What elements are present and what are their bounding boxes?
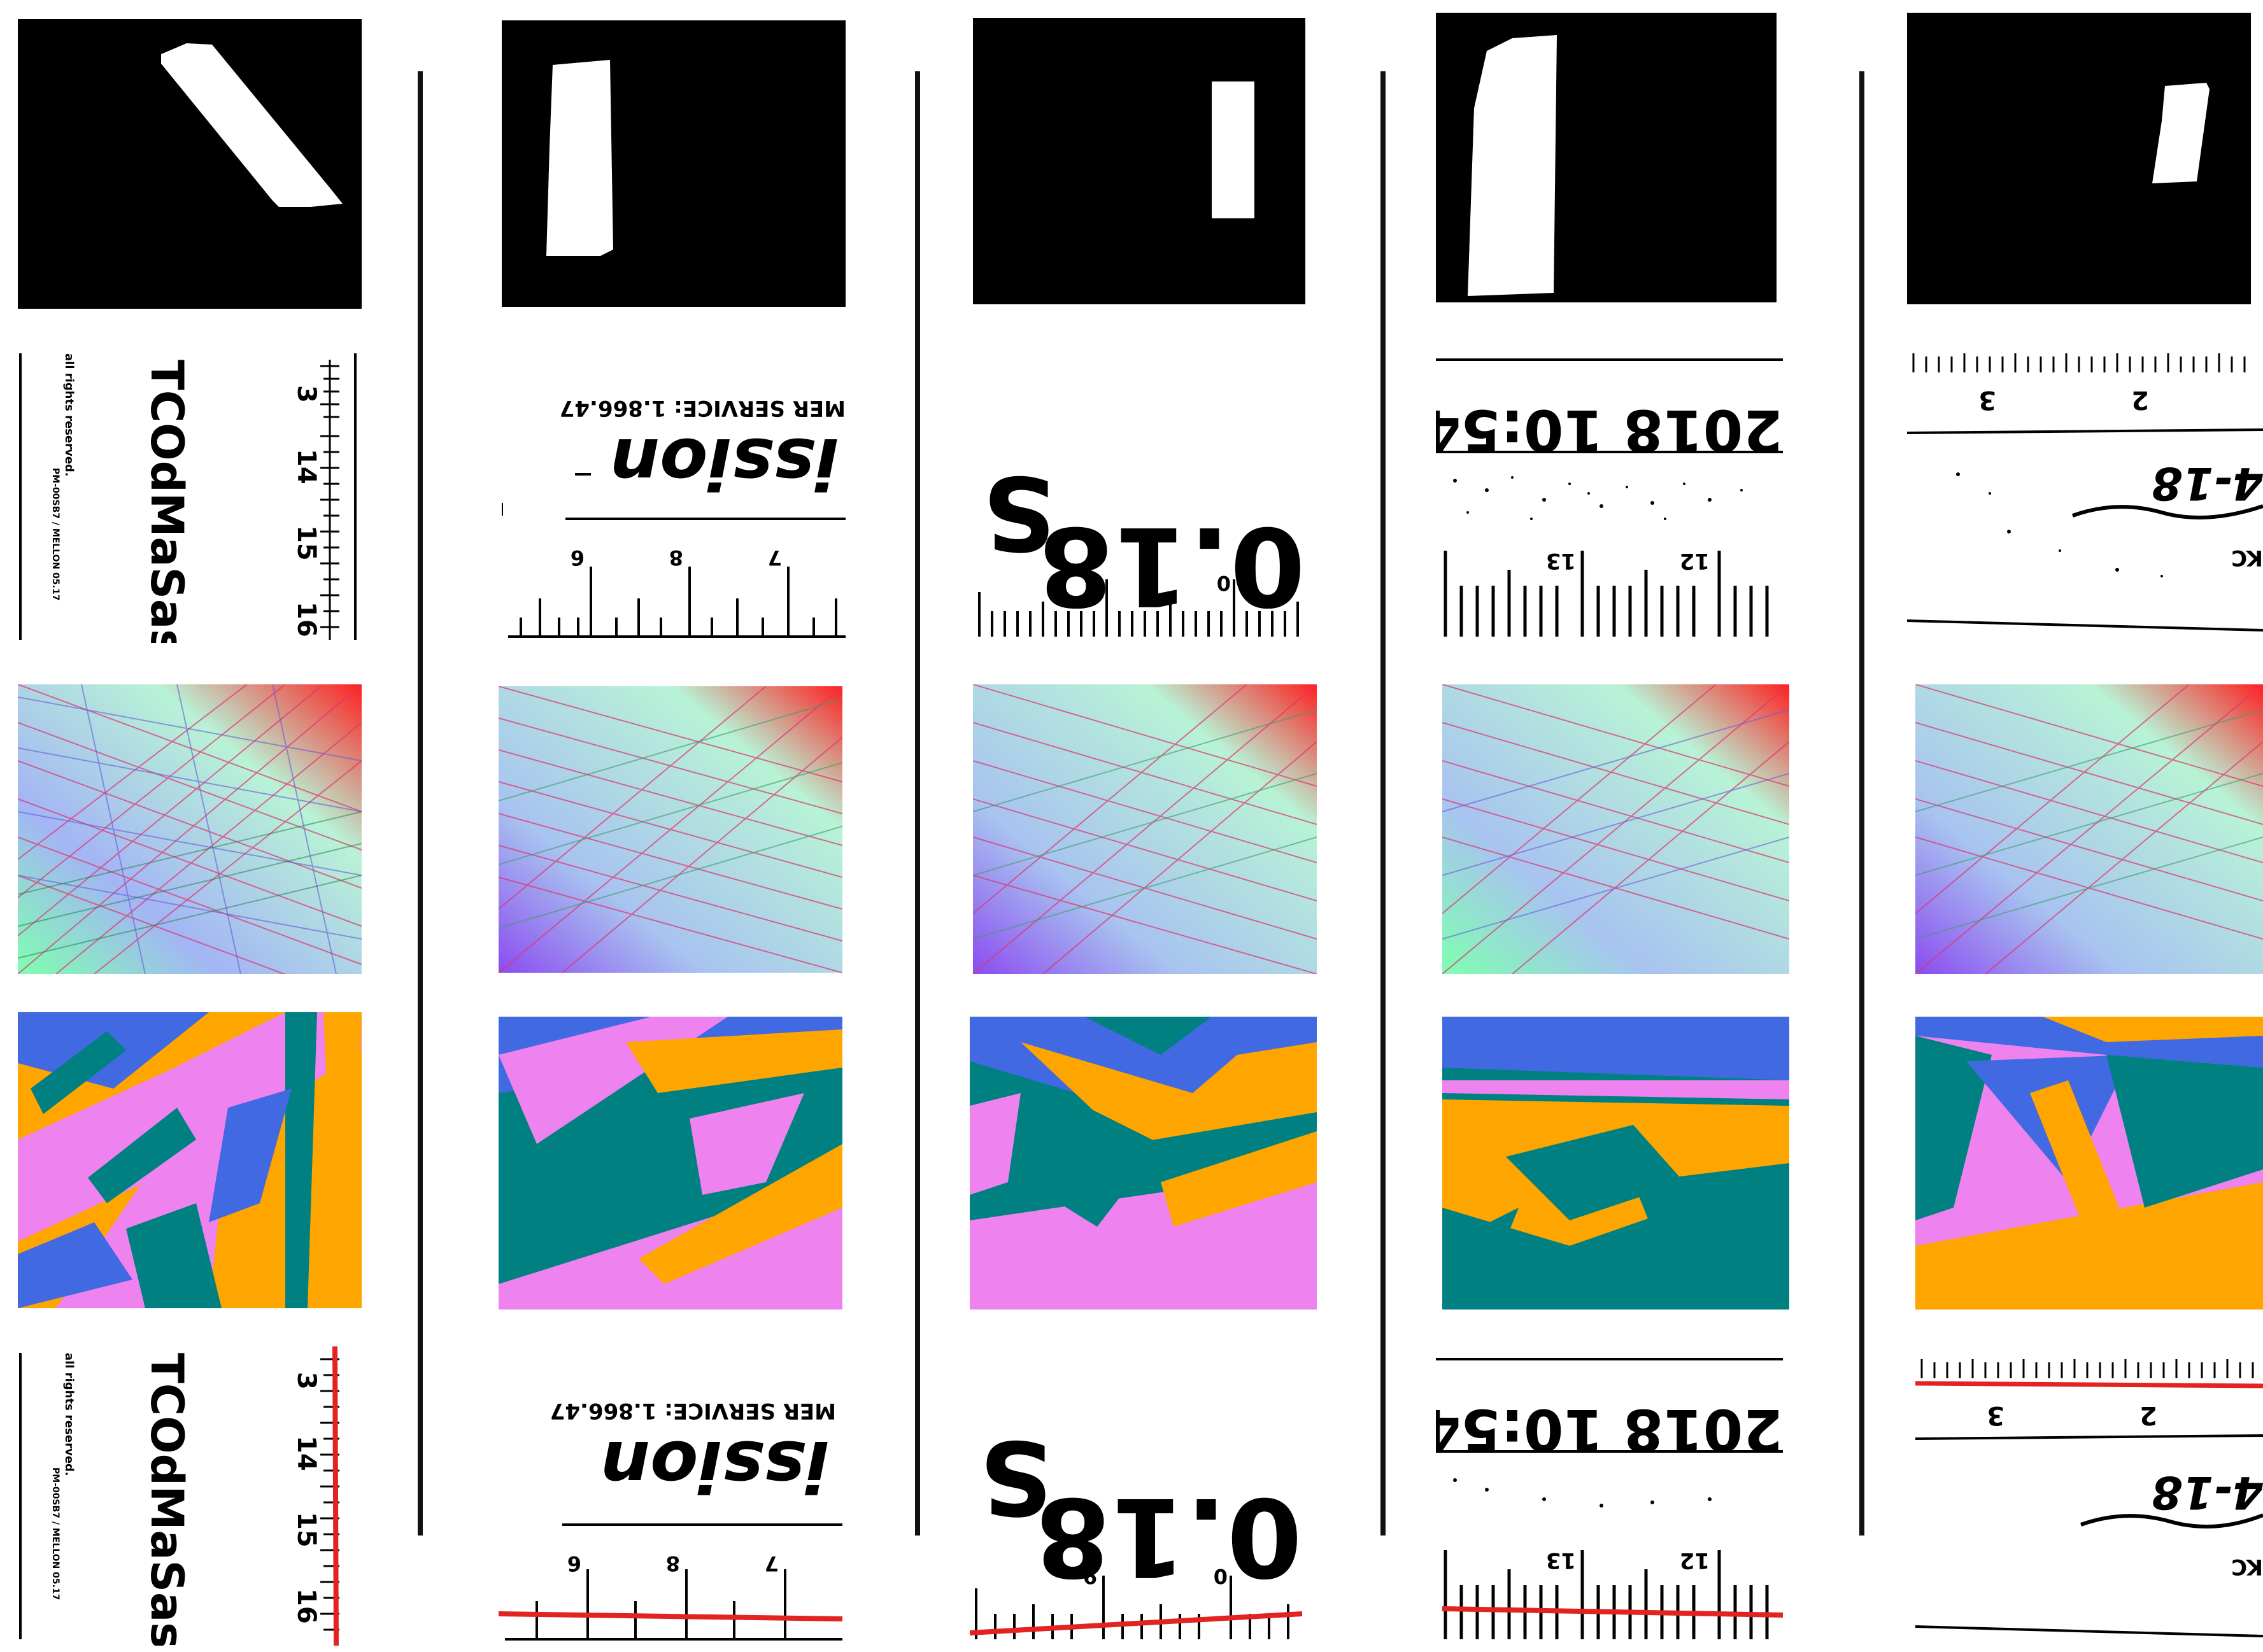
- ocr-handwriting: 4-18: [2152, 1466, 2263, 1518]
- ocr-handwriting: TCOdMaSast: [141, 360, 193, 643]
- predicted-line: [499, 1611, 842, 1621]
- binary-panel-5: 3 2 4-18 KC: [1907, 347, 2263, 643]
- predicted-line: [332, 1346, 339, 1646]
- line-overlay-panel-5: [1915, 684, 2263, 974]
- ocr-tick: 16: [292, 1588, 321, 1624]
- column-separator: [1859, 71, 1864, 1536]
- mask-panel-5: [1907, 13, 2251, 304]
- mask-shape: [161, 43, 343, 207]
- ocr-tick: 15: [292, 1512, 321, 1548]
- prediction-panel-5: 3 2 4-18 KC: [1915, 1353, 2263, 1646]
- ocr-tick: 13: [1546, 1548, 1576, 1573]
- binary-panel-4: 2018 10:54 13 12: [1436, 347, 1783, 643]
- ocr-tick: 9: [1086, 571, 1100, 595]
- ocr-text: MER SERVICE: 1.866.47: [560, 395, 846, 421]
- line-overlay-panel-3: [973, 684, 1317, 974]
- ocr-tick: 15: [292, 525, 321, 561]
- ocr-tick: 2: [2131, 385, 2149, 414]
- mosaic-panel-5: [1915, 1017, 2263, 1310]
- ocr-handwriting: 0.18: [1035, 1473, 1302, 1599]
- ocr-fineprint: all rights reserved.: [62, 1353, 76, 1476]
- ocr-tick: 0: [1217, 571, 1231, 595]
- column-separator: [418, 71, 423, 1536]
- ocr-fineprint: PM-00SB7 / MELLON 05.17: [50, 1467, 60, 1600]
- ocr-tick: 6: [571, 546, 585, 570]
- mask-panel-3: [973, 18, 1305, 304]
- ocr-text: 2018 10:54: [1436, 1396, 1783, 1463]
- binary-panel-2: MER SERVICE: 1.866.47 ission 6 8 7: [502, 344, 846, 643]
- ocr-tick: 3: [1987, 1401, 2004, 1430]
- mosaic-panel-2: [499, 1017, 842, 1310]
- predicted-line: [970, 1611, 1302, 1635]
- ocr-handwriting: 4-18: [2152, 457, 2263, 509]
- mosaic-panel-3: [970, 1017, 1317, 1310]
- column-separator: [1380, 71, 1386, 1536]
- ocr-tick: 7: [765, 1551, 779, 1576]
- ocr-text: KC: [2231, 545, 2263, 570]
- ocr-text: 2018 10:54: [1436, 397, 1783, 463]
- ocr-tick: 12: [1680, 1548, 1710, 1573]
- predicted-line: [1442, 1606, 1783, 1618]
- binary-panel-3: S 0.18 9 0: [973, 344, 1305, 643]
- mask-panel-1: [18, 19, 362, 309]
- ocr-tick: 0: [1214, 1564, 1228, 1588]
- prediction-panel-3: S 0.18 9 0: [970, 1353, 1302, 1646]
- column-separator: [915, 71, 920, 1536]
- mosaic-panel-4: [1442, 1017, 1789, 1310]
- ocr-fineprint: PM-00SB7 / MELLON 05.17: [50, 468, 60, 600]
- ocr-tick: 3: [292, 385, 321, 403]
- ocr-tick: 14: [292, 449, 321, 484]
- ocr-tick: 9: [1083, 1564, 1097, 1588]
- ocr-handwriting: S: [979, 1418, 1053, 1537]
- ocr-tick: 7: [768, 546, 782, 570]
- ocr-handwriting: 0.18: [1039, 502, 1305, 628]
- line-overlay-panel-1: [18, 684, 362, 974]
- ocr-tick: 8: [669, 546, 683, 570]
- mask-panel-4: [1436, 13, 1777, 302]
- prediction-panel-2: MER SERVICE: 1.866.47 ission 6 8 7: [499, 1353, 842, 1646]
- ocr-tick: 13: [1546, 548, 1576, 574]
- ocr-tick: 14: [292, 1436, 321, 1471]
- mosaic-panel-1: [18, 1012, 362, 1308]
- predicted-line: [1915, 1381, 2263, 1388]
- ocr-handwriting: TCOdMaSast: [141, 1353, 193, 1646]
- binary-panel-1: 3 14 15 16: [18, 341, 362, 643]
- ocr-fineprint: all rights reserved.: [62, 353, 76, 477]
- ocr-handwriting: S: [983, 453, 1056, 572]
- ocr-tick: 12: [1680, 548, 1710, 574]
- ocr-handwriting: ission: [600, 1425, 830, 1507]
- line-overlay-panel-4: [1442, 684, 1789, 974]
- ocr-tick: 3: [1978, 385, 1996, 414]
- ocr-tick: 6: [567, 1551, 581, 1576]
- ocr-tick: 2: [2139, 1401, 2157, 1430]
- ocr-tick: 3: [292, 1372, 321, 1390]
- line-overlay-panel-2: [499, 686, 842, 973]
- prediction-panel-4: 2018 10:54 13 12: [1436, 1353, 1783, 1646]
- prediction-panel-1: 3 14 15 16 TCOdMaSast all rights reserve…: [18, 1346, 362, 1646]
- ocr-text: MER SERVICE: 1.866.47: [550, 1398, 836, 1423]
- mask-panel-2: [502, 20, 846, 307]
- ocr-handwriting: ission: [610, 423, 839, 504]
- ocr-text: KC: [2231, 1554, 2263, 1579]
- ocr-tick: 8: [666, 1551, 680, 1576]
- ocr-tick: 16: [292, 602, 321, 637]
